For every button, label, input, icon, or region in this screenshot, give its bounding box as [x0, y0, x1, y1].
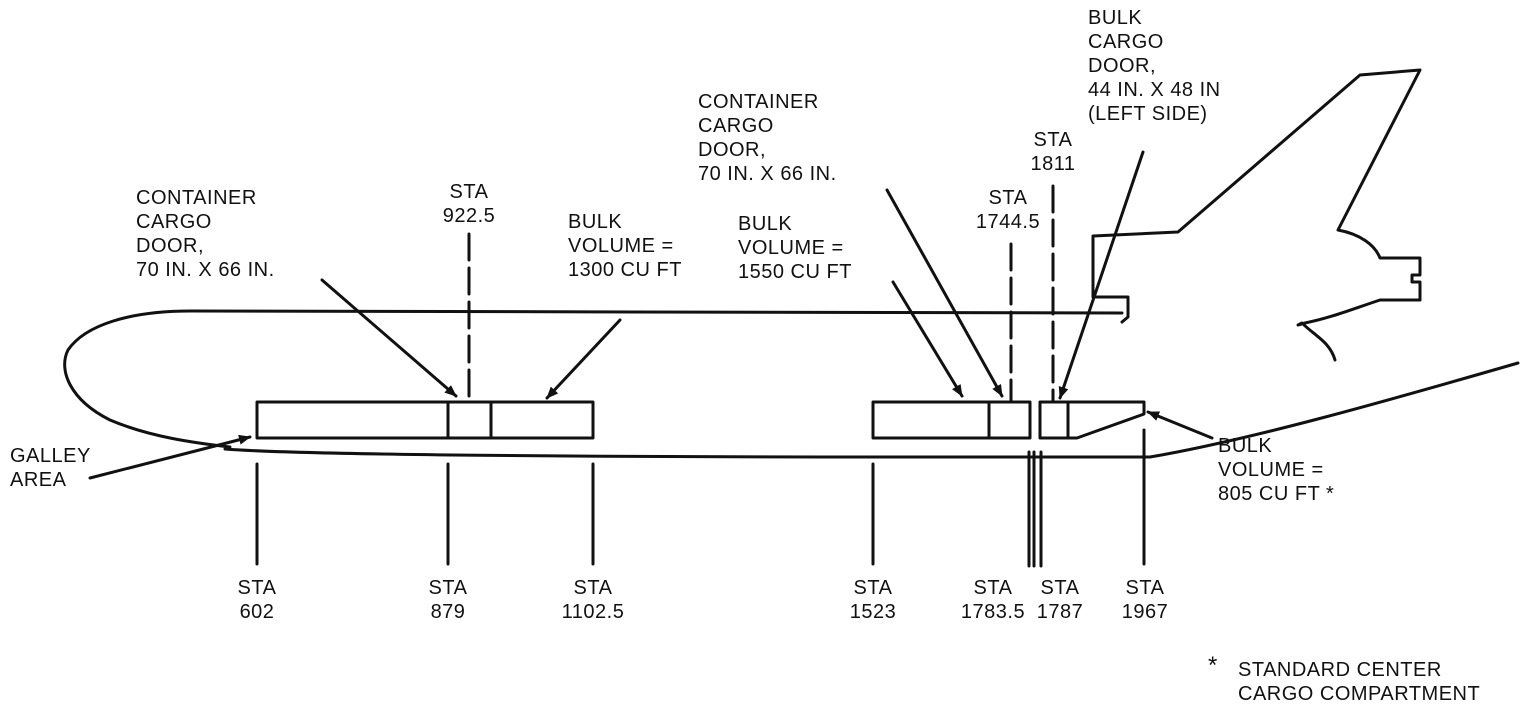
- fuselage-belly-outline: [223, 361, 1520, 459]
- aft-compartment: [871, 400, 1032, 440]
- station-1967-label: STA 1967: [1121, 577, 1169, 623]
- container-cargo-door-aft-label: CONTAINER CARGO DOOR, 70 IN. X 66 IN.: [698, 91, 837, 185]
- station-602-label: STA 602: [237, 577, 277, 623]
- galley-area-label: GALLEY AREA: [10, 445, 91, 491]
- station-922-5-label: STA 922.5: [442, 181, 496, 227]
- forward-compartment: [255, 400, 595, 440]
- bulk-cargo-door-box: [1038, 400, 1070, 440]
- station-1811-label: STA 1811: [1030, 129, 1076, 175]
- tail-junction: [1091, 278, 1130, 324]
- footnote-asterisk: *: [1208, 652, 1218, 679]
- rear-bulk-compartment: [1066, 400, 1146, 440]
- footnote-text: STANDARD CENTER CARGO COMPARTMENT: [1238, 659, 1481, 705]
- bulk-cargo-door-label: BULK CARGO DOOR, 44 IN. X 48 IN (LEFT SI…: [1088, 7, 1221, 125]
- bulk-volume-805-label: BULK VOLUME = 805 CU FT *: [1218, 435, 1335, 505]
- station-879-label: STA 879: [428, 577, 468, 623]
- station-1102-5-label: STA 1102.5: [561, 577, 625, 623]
- tail-outline: [1091, 68, 1422, 362]
- bulk-volume-1550-label: BULK VOLUME = 1550 CU FT: [738, 213, 852, 283]
- fuselage-top-outline: [63, 309, 1124, 449]
- bulk-volume-1300-label: BULK VOLUME = 1300 CU FT: [568, 211, 682, 281]
- station-1787-label: STA 1787: [1036, 577, 1084, 623]
- station-1783-5-label: STA 1783.5: [960, 577, 1026, 623]
- container-cargo-door-forward-label: CONTAINER CARGO DOOR, 70 IN. X 66 IN.: [136, 187, 275, 281]
- station-1744-5-label: STA 1744.5: [975, 187, 1041, 233]
- station-1523-label: STA 1523: [849, 577, 897, 623]
